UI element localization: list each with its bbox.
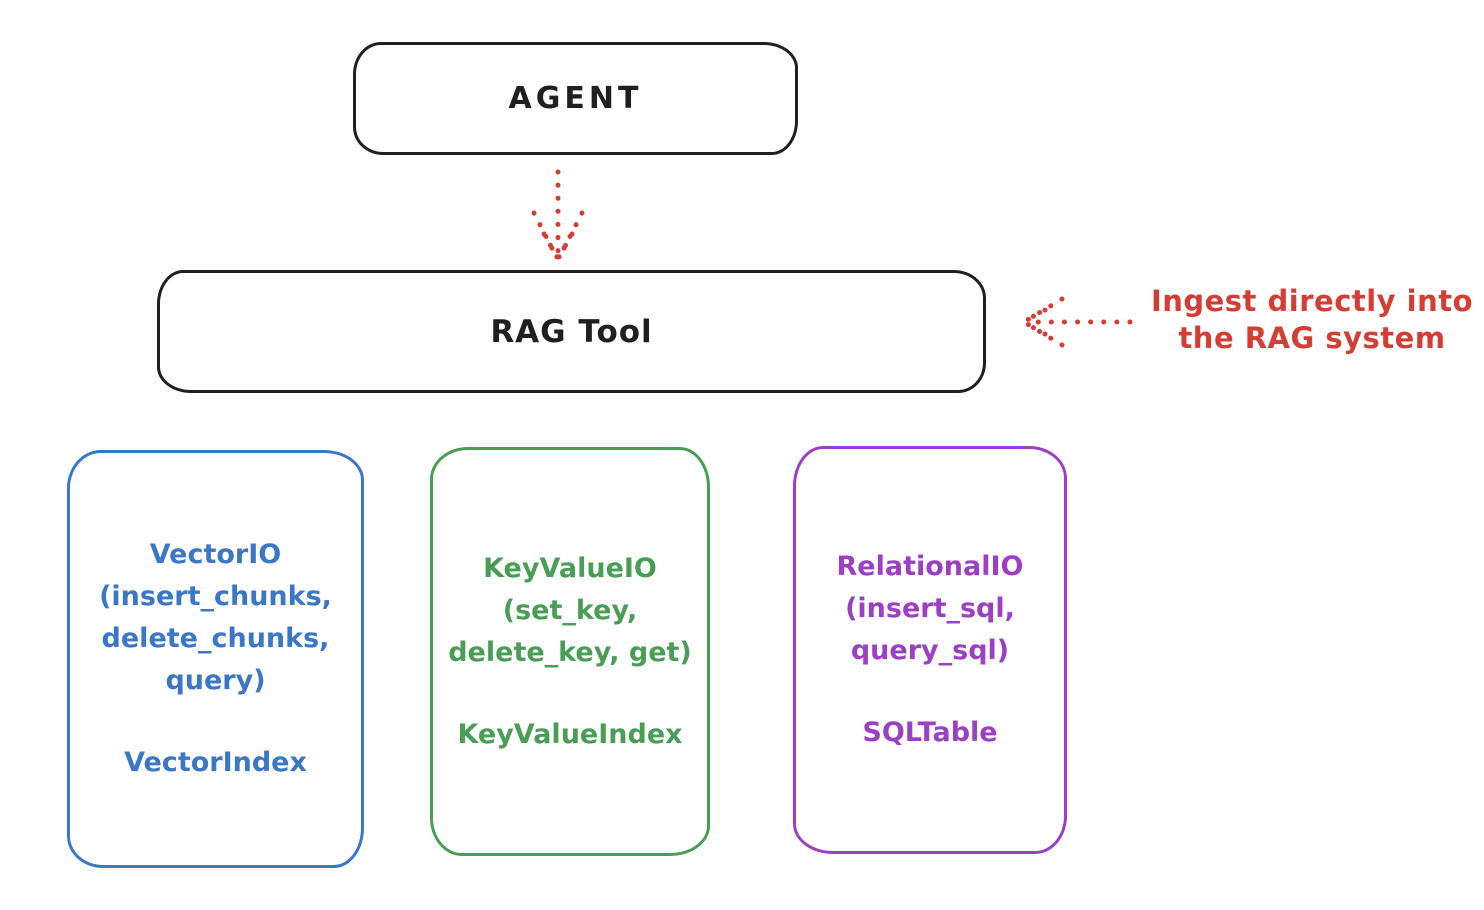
vector-io-box: VectorIO (insert_chunks, delete_chunks, … — [67, 450, 364, 868]
agent-label: AGENT — [508, 81, 643, 116]
vector-index-label: VectorIndex — [124, 747, 307, 778]
key-value-io-title: KeyValueIO (set_key, delete_key, get) — [448, 548, 692, 674]
ingest-annotation-line1: Ingest directly into — [1150, 284, 1474, 318]
store-title-line: delete_key, get) — [448, 636, 692, 668]
relational-io-box: RelationalIO (insert_sql, query_sql) SQL… — [793, 446, 1067, 854]
store-title-line: VectorIO — [149, 539, 282, 570]
key-value-io-box: KeyValueIO (set_key, delete_key, get) Ke… — [430, 447, 710, 856]
store-title-line: KeyValueIO — [483, 552, 657, 584]
store-title-line: RelationalIO — [836, 551, 1024, 582]
dotted-arrow-left-icon — [1020, 296, 1133, 348]
store-title-line: (insert_chunks, — [99, 581, 332, 612]
ingest-annotation-line2: the RAG system — [1178, 321, 1446, 355]
vector-io-title: VectorIO (insert_chunks, delete_chunks, … — [99, 534, 332, 702]
relational-io-title: RelationalIO (insert_sql, query_sql) — [837, 546, 1024, 672]
store-title-line: (set_key, — [502, 594, 638, 626]
ingest-annotation: Ingest directly into the RAG system — [1140, 283, 1484, 357]
store-title-line: query) — [165, 665, 266, 696]
store-title-line: delete_chunks, — [101, 623, 330, 654]
rag-tool-label: RAG Tool — [490, 313, 653, 350]
store-title-line: (insert_sql, — [845, 593, 1015, 624]
key-value-index-label: KeyValueIndex — [457, 718, 683, 750]
agent-node: AGENT — [353, 42, 798, 155]
sql-table-label: SQLTable — [862, 717, 998, 748]
store-title-line: query_sql) — [850, 635, 1010, 666]
rag-tool-node: RAG Tool — [157, 270, 986, 393]
dotted-arrow-down-icon — [531, 169, 585, 260]
